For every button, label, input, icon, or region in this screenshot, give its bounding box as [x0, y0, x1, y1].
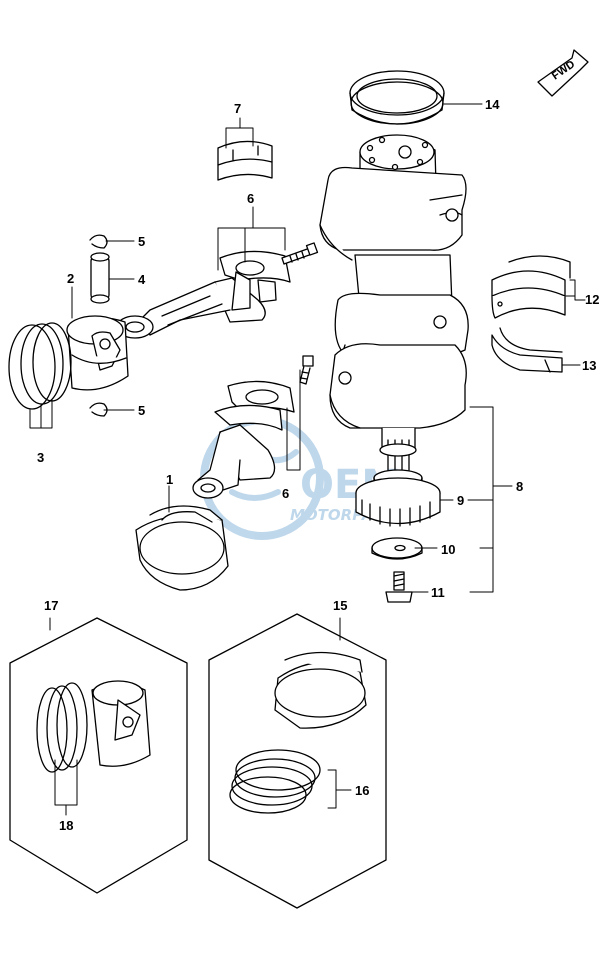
callout-15: 15 [333, 598, 347, 613]
callout-7: 7 [234, 101, 241, 116]
callout-11: 11 [431, 585, 445, 600]
piston-1 [135, 505, 229, 591]
washer-10 [371, 537, 423, 560]
seal-ring-14 [349, 70, 445, 125]
callout-5-upper: 5 [138, 234, 145, 249]
callout-1: 1 [166, 472, 173, 487]
conrod-bolt-lower [299, 355, 314, 385]
callout-18: 18 [59, 818, 73, 833]
conrod-bearing-7 [217, 140, 273, 181]
callout-3: 3 [37, 450, 44, 465]
conrod-bolt-upper [281, 242, 319, 265]
callout-13: 13 [582, 358, 596, 373]
piston-2 [66, 315, 129, 391]
kit-15-hexagon [208, 613, 387, 909]
kit-15-rings [229, 749, 321, 814]
callout-4: 4 [138, 272, 146, 287]
callout-labels: 7 6 14 5 4 2 5 3 1 6 12 13 8 9 10 11 17 … [37, 97, 599, 833]
callout-2: 2 [67, 271, 74, 286]
label-stubs [119, 103, 581, 791]
piston-rings-3 [8, 322, 72, 410]
crank-gear-9 [355, 469, 441, 527]
fwd-arrow-badge: FWD [537, 49, 589, 97]
callout-6-lower: 6 [282, 486, 289, 501]
thrust-bearing-13 [491, 327, 563, 373]
connecting-rod-upper [116, 250, 291, 339]
circlip-5-upper [89, 234, 108, 249]
callout-10: 10 [441, 542, 455, 557]
bolt-11 [385, 571, 413, 603]
callout-5-lower: 5 [138, 403, 145, 418]
piston-pin-4 [90, 252, 110, 304]
callout-6-upper: 6 [247, 191, 254, 206]
leader-lines [29, 103, 586, 816]
callout-12: 12 [585, 292, 599, 307]
callout-8: 8 [516, 479, 523, 494]
kit-17-piston [91, 680, 151, 767]
connecting-rod-lower [192, 380, 295, 499]
kit-17-rings [36, 682, 88, 773]
callout-9: 9 [457, 493, 464, 508]
kit-15-piston [274, 651, 367, 729]
bearing-12 [491, 255, 571, 319]
crankshaft [319, 134, 469, 471]
kit-17-hexagon [9, 617, 188, 894]
callout-14: 14 [485, 97, 500, 112]
callout-17: 17 [44, 598, 58, 613]
callout-16: 16 [355, 783, 369, 798]
